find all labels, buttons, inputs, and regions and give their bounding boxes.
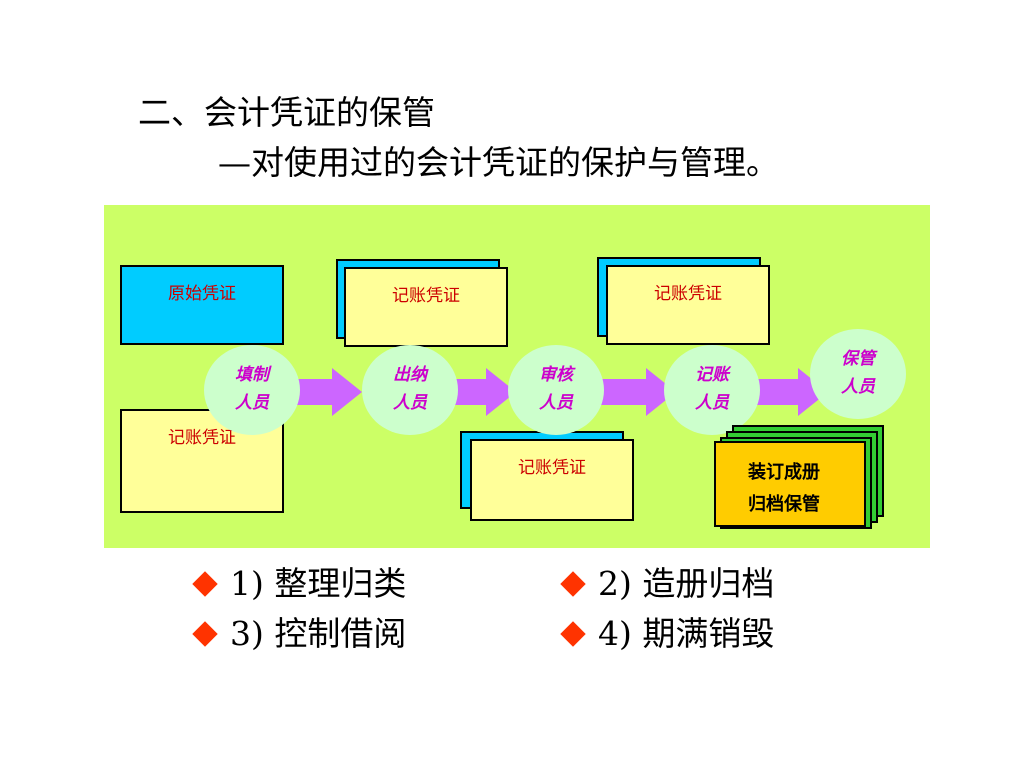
- circle-label-line1: 出纳: [393, 365, 427, 385]
- cashier-circle: 出纳 人员: [362, 345, 458, 435]
- bullet-item: 3) 控制借阅: [192, 614, 406, 654]
- circle-label-line2: 人员: [695, 393, 729, 413]
- circle-label-line2: 人员: [841, 377, 875, 397]
- flow-arrow: [598, 379, 646, 405]
- circle-label-line1: 记账: [695, 365, 729, 385]
- diamond-bullet-icon: [192, 571, 218, 597]
- diamond-bullet-icon: [192, 621, 218, 647]
- box-label: 记账凭证: [168, 428, 236, 448]
- voucher-flow-diagram: 原始凭证 记账凭证 记账凭证 记账凭证 记账凭证 填制: [104, 205, 930, 548]
- circle-label-line2: 人员: [393, 393, 427, 413]
- diamond-bullet-icon: [560, 571, 586, 597]
- bullet-item: 4) 期满销毁: [560, 614, 774, 654]
- circle-label-line1: 填制: [235, 365, 269, 385]
- archive-book: 装订成册 归档保管: [714, 441, 866, 527]
- archive-label-line1: 装订成册: [748, 462, 820, 483]
- bullet-text: 1) 整理归类: [230, 564, 407, 603]
- custodian-circle: 保管 人员: [810, 329, 906, 419]
- flow-arrow-head: [332, 368, 362, 416]
- circle-label-line1: 保管: [841, 349, 875, 369]
- box-label: 记账凭证: [654, 284, 722, 304]
- original-voucher-box: 原始凭证: [120, 265, 284, 345]
- accounting-voucher-box-bottom: 记账凭证: [470, 439, 634, 521]
- bullet-text: 3) 控制借阅: [230, 614, 407, 653]
- box-label: 记账凭证: [518, 458, 586, 478]
- bullet-text: 2) 造册归档: [598, 564, 775, 603]
- diamond-bullet-icon: [560, 621, 586, 647]
- page-subtitle: —对使用过的会计凭证的保护与管理。: [218, 143, 779, 182]
- accounting-voucher-box-top-mid: 记账凭证: [344, 267, 508, 347]
- page-title: 二、会计凭证的保管: [138, 93, 435, 132]
- preparer-circle: 填制 人员: [204, 345, 300, 435]
- circle-label-line1: 审核: [539, 365, 573, 385]
- bullet-item: 2) 造册归档: [560, 564, 774, 604]
- box-label: 原始凭证: [168, 284, 236, 304]
- auditor-circle: 审核 人员: [508, 345, 604, 435]
- archive-label-line2: 归档保管: [748, 494, 820, 515]
- circle-label-line2: 人员: [539, 393, 573, 413]
- bookkeeper-circle: 记账 人员: [664, 345, 760, 435]
- box-label: 记账凭证: [392, 286, 460, 306]
- bullet-text: 4) 期满销毁: [598, 614, 775, 653]
- bullet-item: 1) 整理归类: [192, 564, 406, 604]
- circle-label-line2: 人员: [235, 393, 269, 413]
- accounting-voucher-box-top-right: 记账凭证: [606, 265, 770, 345]
